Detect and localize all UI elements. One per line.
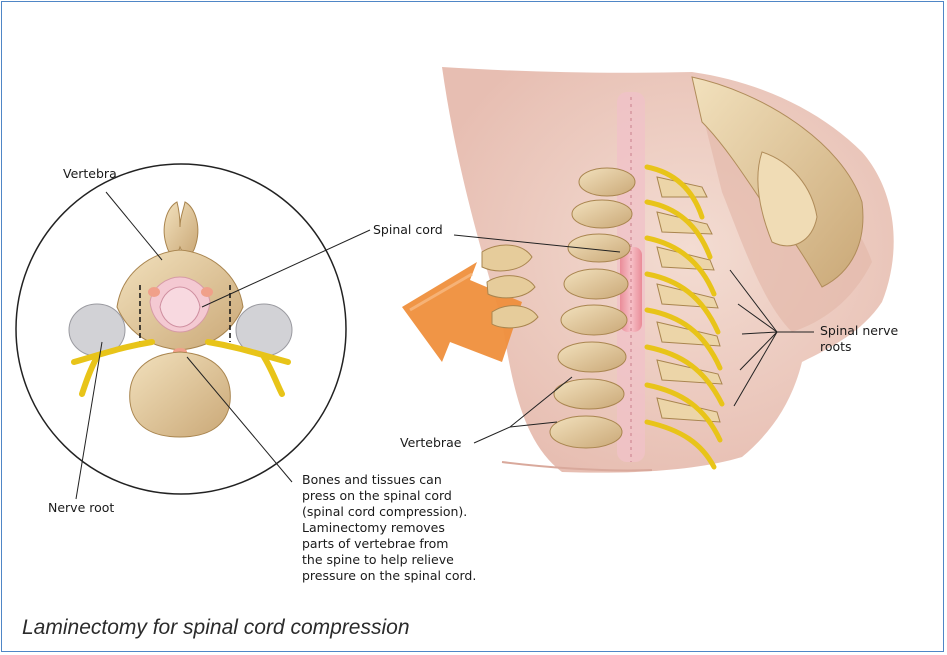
label-vertebra: Vertebra (63, 166, 117, 182)
compression-note: Bones and tissues can press on the spina… (302, 472, 502, 584)
figure-caption: Laminectomy for spinal cord compression (22, 616, 410, 640)
label-spinal-cord: Spinal cord (373, 222, 443, 238)
vertebral-body (130, 352, 231, 437)
label-nerve-root: Nerve root (48, 500, 114, 516)
label-vertebrae: Vertebrae (400, 435, 461, 451)
label-spinal-nerve-roots: Spinal nerve roots (820, 323, 920, 355)
vertebra-cross-section (16, 164, 346, 494)
